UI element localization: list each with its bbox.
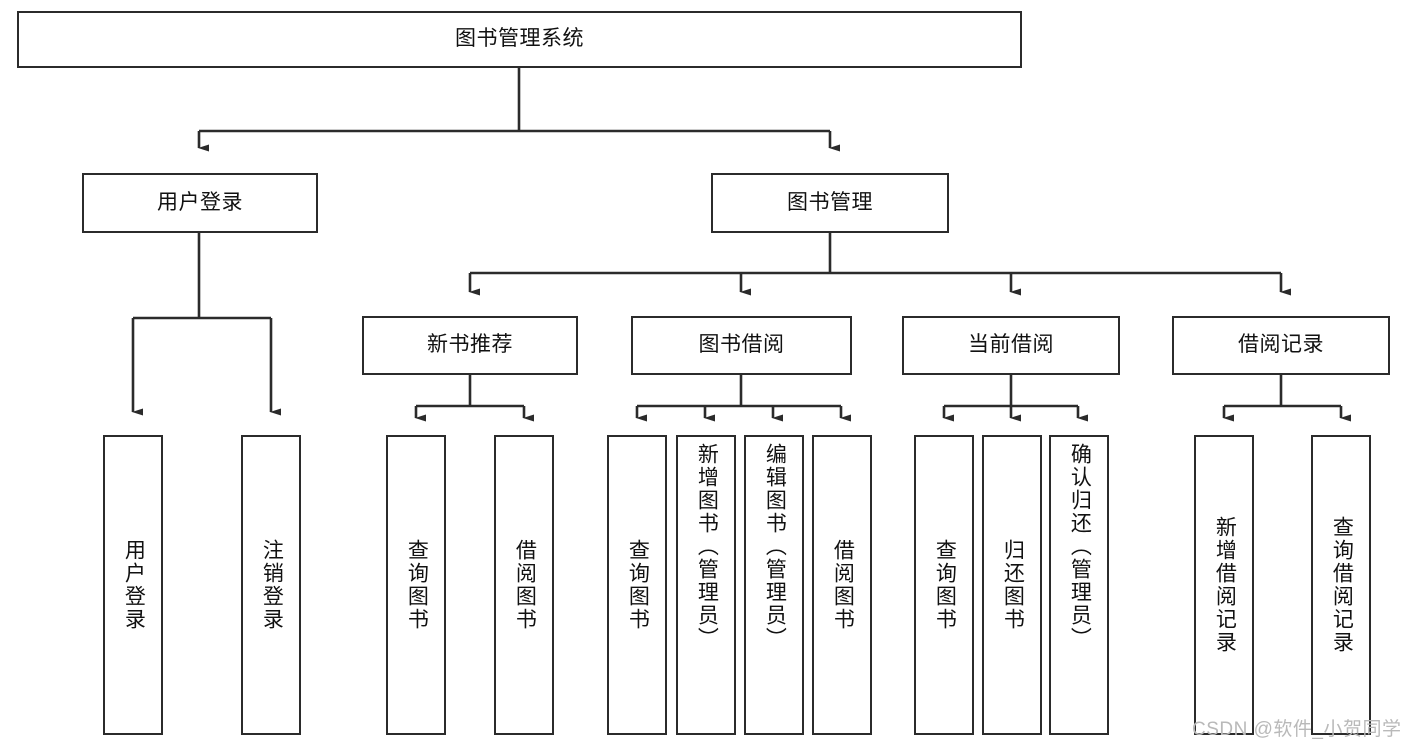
node-leaf-borrow-book-1[interactable]: 借阅图书 xyxy=(494,435,554,735)
node-leaf-return-book-label: 归还图书 xyxy=(1001,539,1025,631)
node-book-borrow[interactable]: 图书借阅 xyxy=(631,316,852,375)
node-leaf-confirm-return-label: 确认归还（管理员） xyxy=(1068,443,1092,650)
node-leaf-add-record-label: 新增借阅记录 xyxy=(1213,516,1237,654)
node-borrow-record[interactable]: 借阅记录 xyxy=(1172,316,1390,375)
node-leaf-borrow-book-2[interactable]: 借阅图书 xyxy=(812,435,872,735)
node-leaf-borrow-book-2-label: 借阅图书 xyxy=(831,539,855,631)
node-leaf-confirm-return[interactable]: 确认归还（管理员） xyxy=(1049,435,1109,735)
node-leaf-user-logout[interactable]: 注销登录 xyxy=(241,435,301,735)
node-root[interactable]: 图书管理系统 xyxy=(17,11,1022,68)
node-book-borrow-label: 图书借阅 xyxy=(698,333,785,357)
node-leaf-user-login[interactable]: 用户登录 xyxy=(103,435,163,735)
node-user-login[interactable]: 用户登录 xyxy=(82,173,318,233)
node-current-borrow-label: 当前借阅 xyxy=(968,333,1054,357)
node-borrow-record-label: 借阅记录 xyxy=(1238,333,1324,357)
node-leaf-query-book-3-label: 查询图书 xyxy=(933,539,957,631)
node-leaf-query-book-2-label: 查询图书 xyxy=(626,539,650,631)
node-leaf-query-book-2[interactable]: 查询图书 xyxy=(607,435,667,735)
node-leaf-query-record[interactable]: 查询借阅记录 xyxy=(1311,435,1371,735)
node-user-login-label: 用户登录 xyxy=(157,190,243,214)
node-leaf-edit-book-label: 编辑图书（管理员） xyxy=(763,443,787,650)
node-leaf-return-book[interactable]: 归还图书 xyxy=(982,435,1042,735)
csdn-watermark: CSDN @软件_小贺同学 xyxy=(1192,719,1402,740)
node-book-management[interactable]: 图书管理 xyxy=(711,173,949,233)
node-leaf-user-logout-label: 注销登录 xyxy=(260,539,284,631)
node-leaf-add-book-label: 新增图书（管理员） xyxy=(695,443,719,650)
node-book-management-label: 图书管理 xyxy=(787,190,873,214)
node-leaf-query-record-label: 查询借阅记录 xyxy=(1330,516,1354,654)
node-root-label: 图书管理系统 xyxy=(455,27,584,51)
node-new-book-recommend[interactable]: 新书推荐 xyxy=(362,316,578,375)
node-leaf-borrow-book-1-label: 借阅图书 xyxy=(513,539,537,631)
node-current-borrow[interactable]: 当前借阅 xyxy=(902,316,1120,375)
node-leaf-query-book-1[interactable]: 查询图书 xyxy=(386,435,446,735)
node-leaf-user-login-label: 用户登录 xyxy=(122,539,146,631)
node-leaf-edit-book[interactable]: 编辑图书（管理员） xyxy=(744,435,804,735)
node-leaf-query-book-3[interactable]: 查询图书 xyxy=(914,435,974,735)
node-new-book-recommend-label: 新书推荐 xyxy=(427,333,513,357)
node-leaf-query-book-1-label: 查询图书 xyxy=(405,539,429,631)
node-leaf-add-record[interactable]: 新增借阅记录 xyxy=(1194,435,1254,735)
node-leaf-add-book[interactable]: 新增图书（管理员） xyxy=(676,435,736,735)
